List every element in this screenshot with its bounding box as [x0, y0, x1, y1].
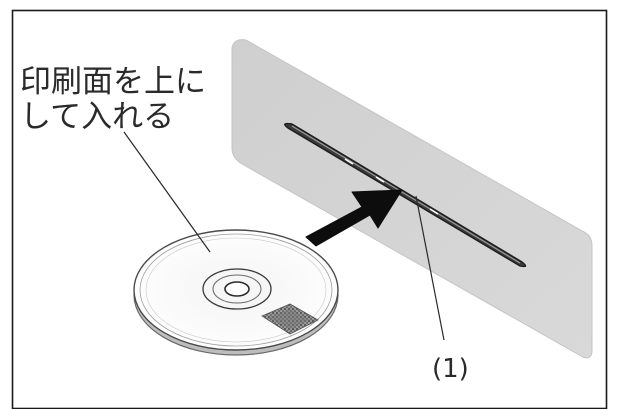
callout-label: (1): [432, 354, 469, 384]
insert-arrow: [305, 189, 403, 247]
instruction-leader-line: [123, 131, 211, 253]
callout-leader-line: [415, 195, 445, 341]
disc-slot: [284, 122, 527, 268]
disc-center-hole: [224, 281, 250, 297]
disc: [133, 229, 339, 356]
disc-print-label: [261, 303, 319, 335]
instruction-line-1: 印刷面を上に: [20, 64, 206, 100]
instruction-line-2: して入れる: [20, 99, 174, 135]
